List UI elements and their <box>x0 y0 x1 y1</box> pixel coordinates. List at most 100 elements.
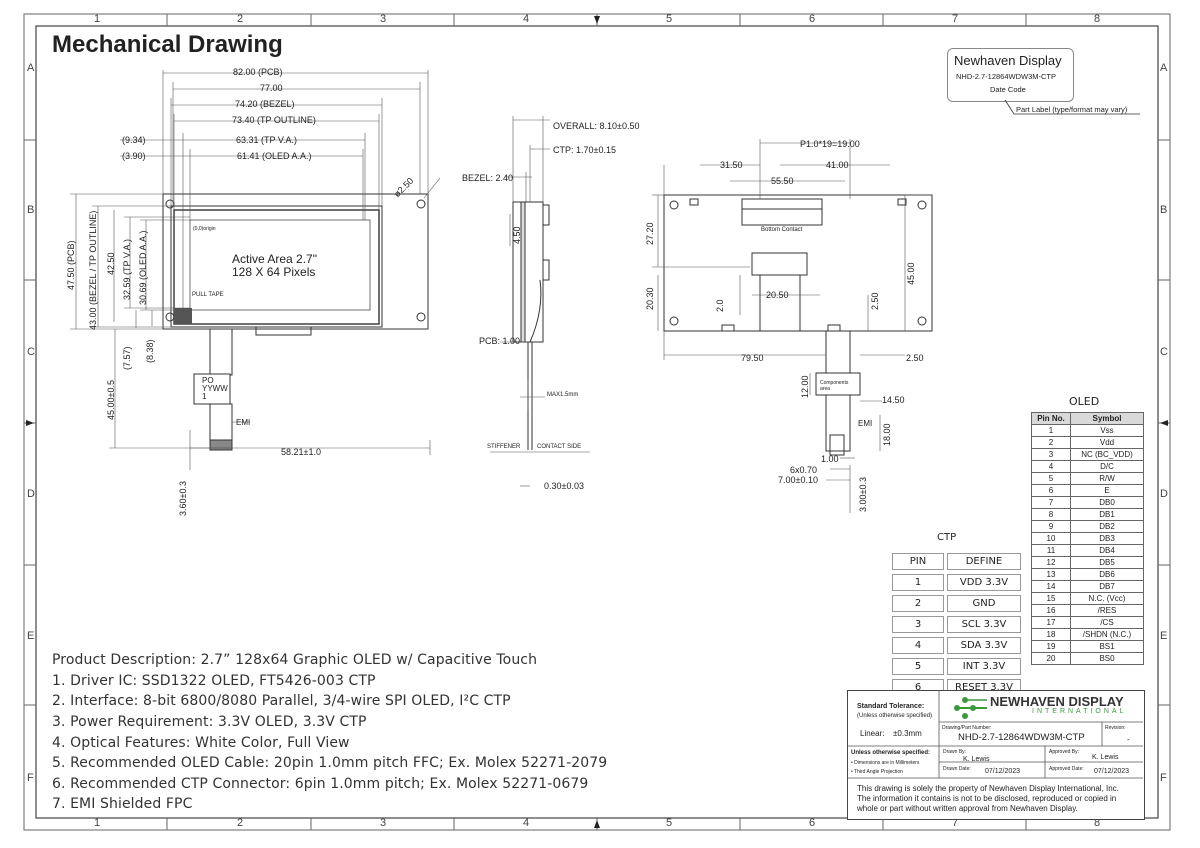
desc-line-3: 3. Power Requirement: 3.3V OLED, 3.3V CT… <box>52 714 367 730</box>
oled-pin-symbol: /CS <box>1070 616 1144 629</box>
table-row: 18/SHDN (N.C.) <box>1031 628 1144 641</box>
side-contact: CONTACT SIDE <box>537 444 582 450</box>
back-components: Components area <box>820 380 849 392</box>
oled-pin-no: 7 <box>1031 496 1071 509</box>
back-bottom-contact: Bottom Contact <box>761 227 803 233</box>
grid-row-e: E <box>27 630 35 642</box>
approved-by: K. Lewis <box>1092 754 1119 761</box>
oled-pin-no: 4 <box>1031 460 1071 473</box>
ctp-header-pin: PIN <box>892 553 944 570</box>
grid-col-6-bottom: 6 <box>809 817 816 829</box>
grid-col-8: 8 <box>1094 13 1101 25</box>
back-view-drawing <box>652 139 933 513</box>
back-1-00: 1.00 <box>821 454 839 464</box>
oled-pin-symbol: DB1 <box>1070 508 1144 521</box>
disclaimer-1: This drawing is solely the property of N… <box>857 784 1119 793</box>
revision-value: - <box>1127 735 1130 744</box>
ctp-pin-define: VDD 3.3V <box>947 574 1021 591</box>
grid-row-e-right: E <box>1160 630 1168 642</box>
back-2-50: 2.50 <box>870 292 880 310</box>
oled-pin-symbol: R/W <box>1070 472 1144 485</box>
dim-bezel-width: 74.20 (BEZEL) <box>235 99 295 109</box>
front-view-drawing <box>70 70 440 470</box>
oled-pin-no: 13 <box>1031 568 1071 581</box>
oled-table-header-row: Pin No. Symbol <box>1031 412 1144 425</box>
linear-label: Linear: <box>860 729 885 738</box>
drawn-date: 07/12/2023 <box>985 768 1021 775</box>
part-label-date: Date Code <box>990 85 1026 94</box>
oled-pin-no: 1 <box>1031 424 1071 437</box>
grid-col-7-bottom: 7 <box>952 817 959 829</box>
dim-oled-aa-height: 30.69 (OLED A.A.) <box>138 230 148 305</box>
oled-pin-symbol: DB3 <box>1070 532 1144 545</box>
back-7-00: 7.00±0.10 <box>778 475 818 485</box>
grid-row-b-right: B <box>1160 204 1168 216</box>
oled-pin-no: 15 <box>1031 592 1071 605</box>
dim-fpc-length: 45.00±0.5 <box>106 380 116 420</box>
back-pitch: P1.0*19=19.00 <box>800 139 860 149</box>
ctp-pin-define: GND <box>947 595 1021 612</box>
back-55-50: 55.50 <box>771 176 794 186</box>
oled-pin-symbol: DB4 <box>1070 544 1144 557</box>
part-number-label: Drawing/Part Number: <box>942 725 992 731</box>
active-area-line-2: 128 X 64 Pixels <box>232 265 316 279</box>
part-label-note: Part Label (type/format may vary) <box>1016 105 1128 114</box>
grid-row-d: D <box>27 488 35 500</box>
oled-pin-symbol: DB7 <box>1070 580 1144 593</box>
oled-pin-no: 5 <box>1031 472 1071 485</box>
oled-pin-symbol: Vdd <box>1070 436 1144 449</box>
unless-2: • Third Angle Projection <box>851 769 903 775</box>
desc-line-5: 5. Recommended OLED Cable: 20pin 1.0mm p… <box>52 755 608 771</box>
desc-line-1: 1. Driver IC: SSD1322 OLED, FT5426-003 C… <box>52 673 376 689</box>
grid-col-8-bottom: 8 <box>1094 817 1101 829</box>
oled-pin-symbol: N.C. (Vcc) <box>1070 592 1144 605</box>
dim-oled-aa-width: 61.41 (OLED A.A.) <box>237 151 312 161</box>
tolerance-title: Standard Tolerance: <box>857 703 925 710</box>
title-block <box>847 690 1145 820</box>
oled-pin-no: 10 <box>1031 532 1071 545</box>
back-27-20: 27.20 <box>645 222 655 245</box>
linear-value: ±0.3mm <box>893 729 922 738</box>
desc-line-6: 6. Recommended CTP Connector: 6pin 1.0mm… <box>52 776 589 792</box>
oled-header-pin: Pin No. <box>1031 412 1071 425</box>
desc-line-0: Product Description: 2.7” 128x64 Graphic… <box>52 652 538 668</box>
dim-42-50: 42.50 <box>106 252 116 275</box>
oled-pin-no: 12 <box>1031 556 1071 569</box>
grid-col-2-bottom: 2 <box>237 817 244 829</box>
oled-pin-symbol: BS0 <box>1070 652 1144 665</box>
back-14-50: 14.50 <box>882 395 905 405</box>
oled-pin-no: 2 <box>1031 436 1071 449</box>
grid-col-3-bottom: 3 <box>380 817 387 829</box>
fpc-tag-line-1: PO <box>202 376 214 385</box>
part-label-box <box>947 48 1074 102</box>
oled-pin-no: 18 <box>1031 628 1071 641</box>
unless-title: Unless otherwise specified: <box>851 750 931 756</box>
oled-pin-no: 20 <box>1031 652 1071 665</box>
disclaimer-2: The information it contains is not to be… <box>857 794 1117 803</box>
oled-pin-no: 16 <box>1031 604 1071 617</box>
part-label-leader <box>1004 99 1140 115</box>
oled-header-symbol: Symbol <box>1070 412 1144 425</box>
title-block-lines <box>847 690 1143 779</box>
dim-bezel-height: 43.00 (BEZEL / TP OUTLINE) <box>88 210 98 330</box>
oled-pin-no: 9 <box>1031 520 1071 533</box>
desc-line-7: 7. EMI Shielded FPC <box>52 796 193 812</box>
back-20-50: 20.50 <box>766 290 789 300</box>
dim-tp-va-width: 63.31 (TP V.A.) <box>236 135 298 145</box>
dim-77: 77.00 <box>260 83 283 93</box>
approved-date: 07/12/2023 <box>1094 768 1130 775</box>
